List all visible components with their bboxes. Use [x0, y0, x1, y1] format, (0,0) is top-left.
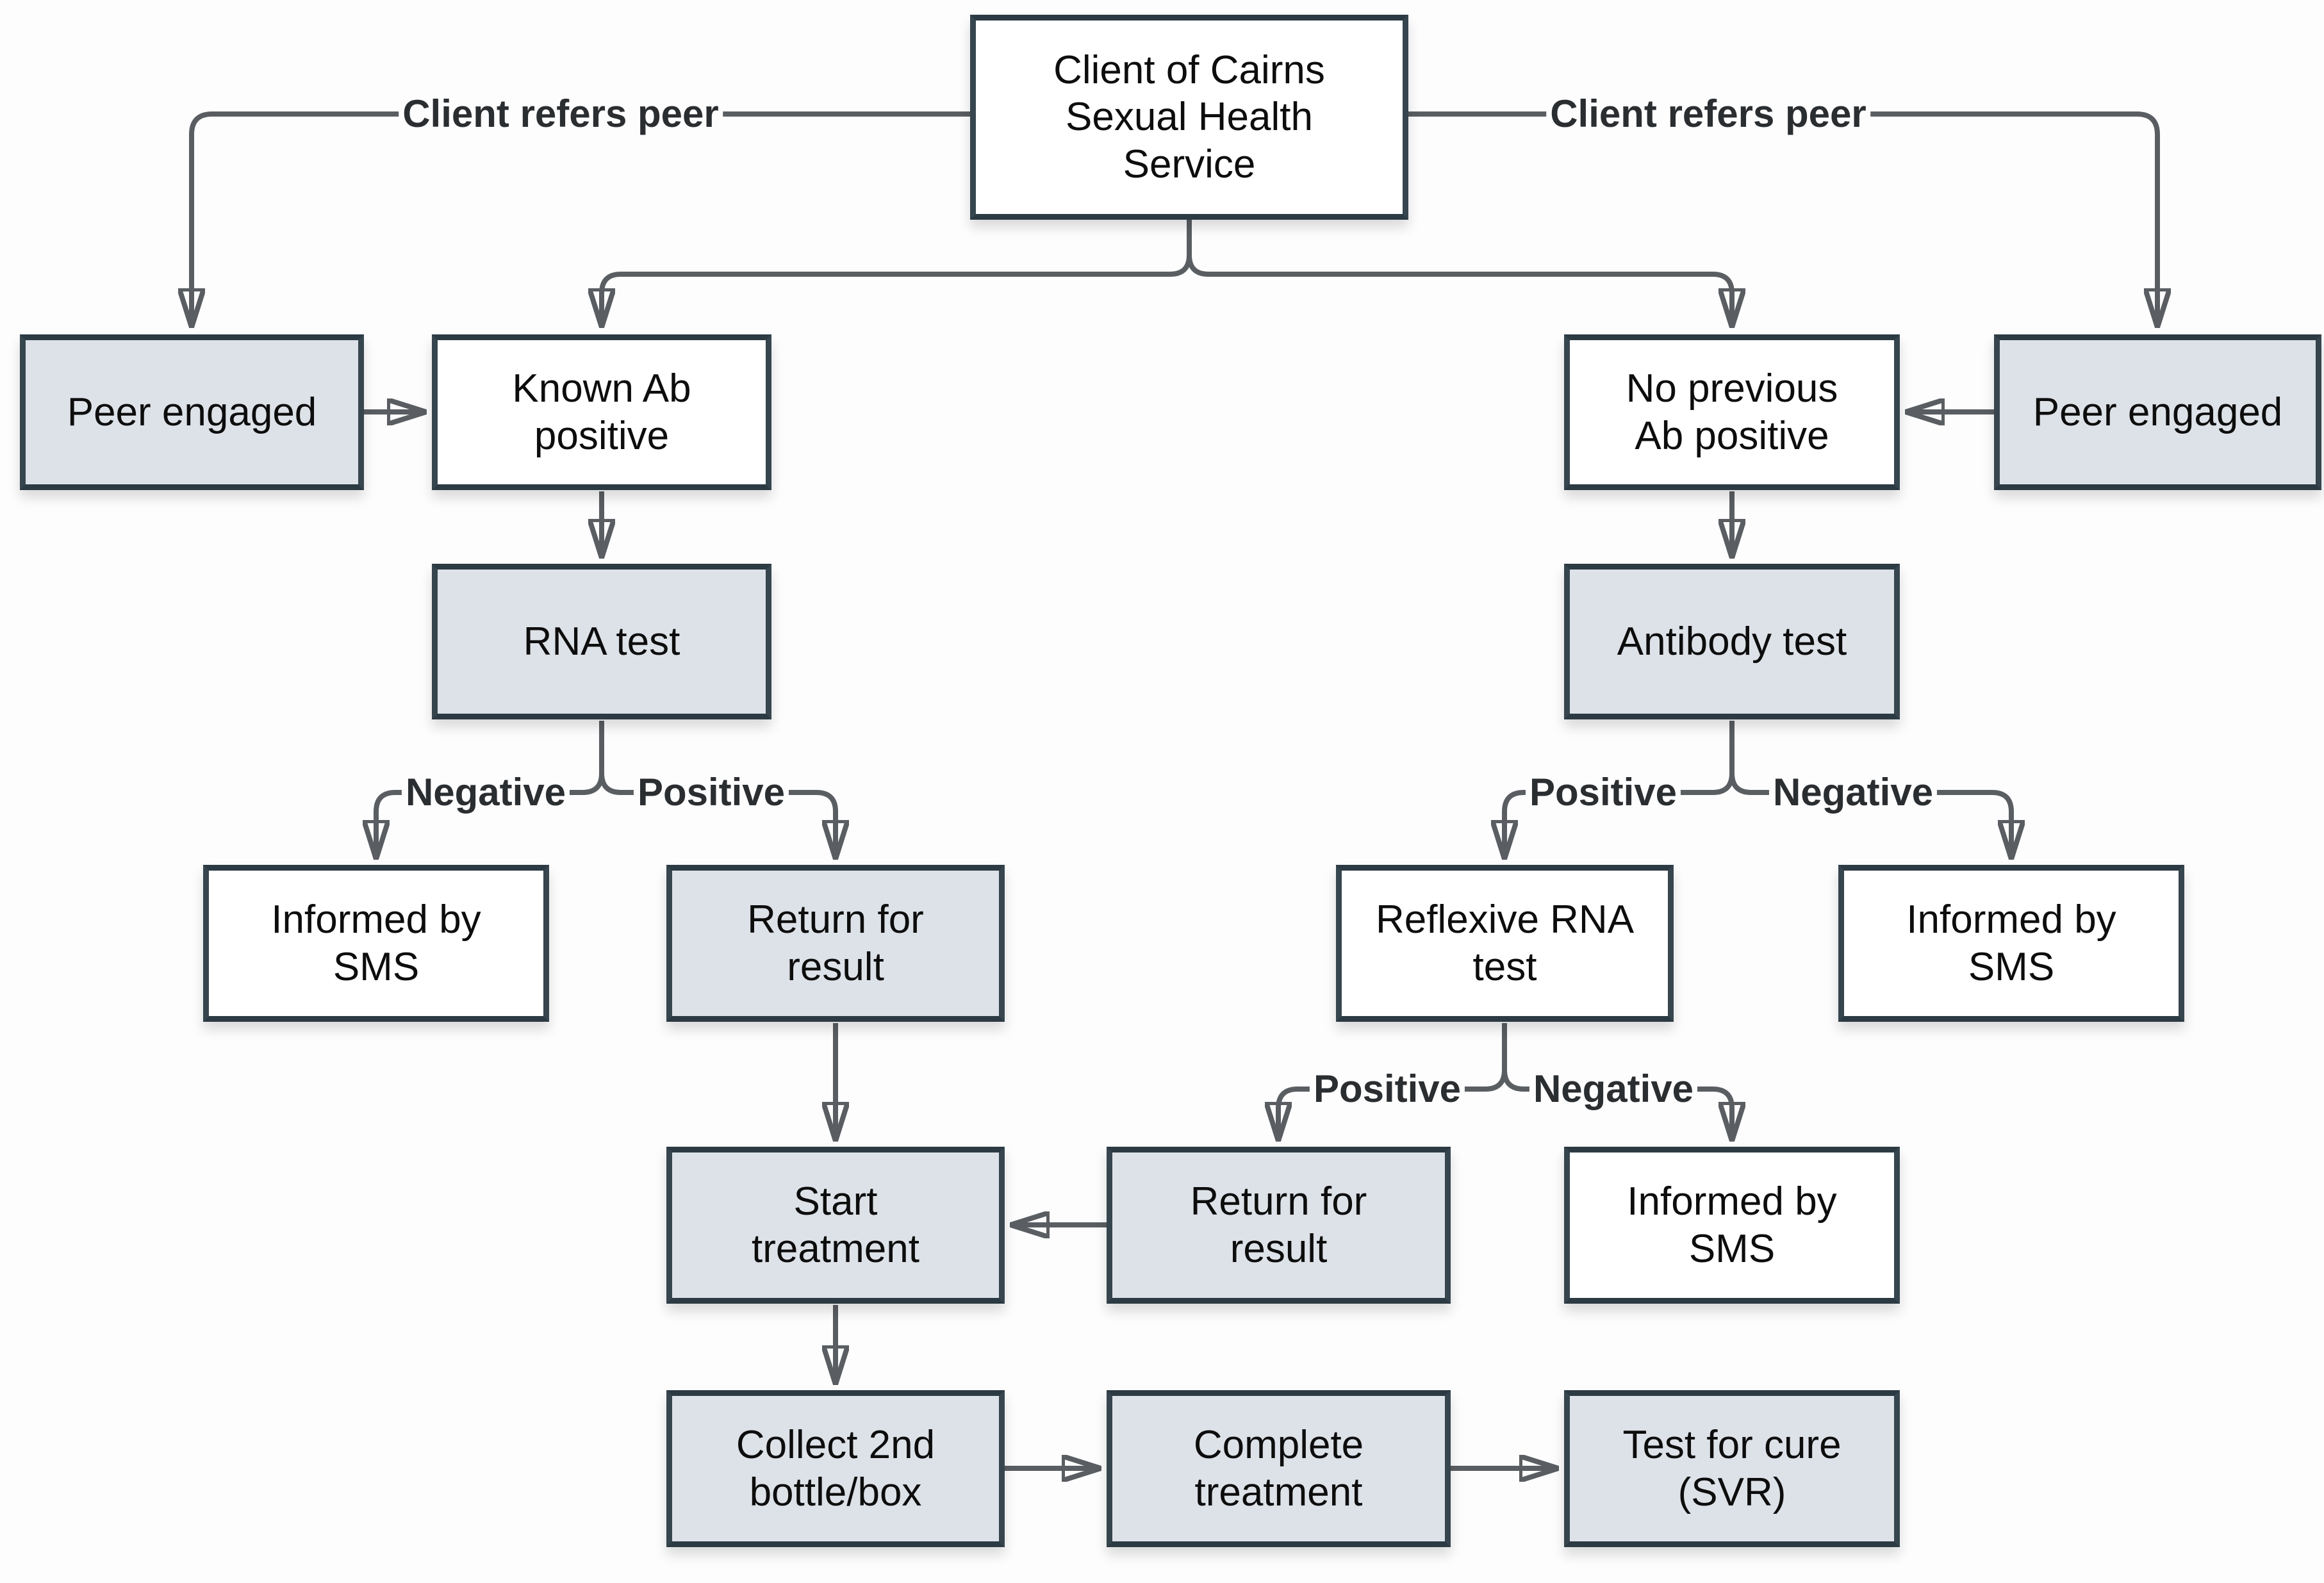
node-peer-engaged-left: Peer engaged	[20, 334, 364, 490]
edge-label-client-refers-peer-left: Client refers peer	[399, 93, 723, 135]
connector-client-refers-peer-left	[192, 111, 970, 325]
edge-label-rna-positive: Positive	[633, 771, 789, 814]
edge-label-antibody-negative: Negative	[1768, 771, 1938, 814]
edge-label-reflexive-negative: Negative	[1529, 1068, 1698, 1110]
node-start-treatment: Start treatment	[666, 1147, 1005, 1304]
node-label: Informed by SMS	[1906, 898, 2116, 989]
edge-label-client-refers-peer-right: Client refers peer	[1546, 93, 1870, 135]
node-label: Complete treatment	[1193, 1423, 1364, 1514]
node-label: Informed by SMS	[271, 898, 481, 989]
connector-client-to-no-previous-ab	[1187, 218, 1732, 325]
node-label: Known Ab positive	[512, 366, 691, 458]
node-label: Antibody test	[1617, 619, 1847, 664]
node-label: Return for result	[747, 898, 924, 989]
node-informed-by-sms-antibody-negative: Informed by SMS	[1838, 865, 2184, 1022]
node-known-ab-positive: Known Ab positive	[432, 334, 771, 490]
node-complete-treatment: Complete treatment	[1107, 1390, 1451, 1547]
node-label: Reflexive RNA test	[1375, 898, 1635, 989]
edge-label-reflexive-positive: Positive	[1309, 1068, 1465, 1110]
node-label: Client of Cairns Sexual Health Service	[1053, 48, 1325, 186]
node-label: RNA test	[523, 619, 680, 664]
edge-label-antibody-positive: Positive	[1525, 771, 1681, 814]
node-test-for-cure-svr: Test for cure (SVR)	[1564, 1390, 1900, 1547]
node-label: Test for cure (SVR)	[1622, 1423, 1842, 1514]
node-label: Return for result	[1190, 1179, 1367, 1271]
node-collect-2nd-bottle-box: Collect 2nd bottle/box	[666, 1390, 1005, 1547]
node-peer-engaged-right: Peer engaged	[1994, 334, 2321, 490]
node-rna-test: RNA test	[432, 564, 771, 719]
node-informed-by-sms-reflexive-negative: Informed by SMS	[1564, 1147, 1900, 1304]
edge-label-rna-negative: Negative	[401, 771, 570, 814]
connector-client-refers-peer-right	[1408, 111, 2157, 325]
node-label: Peer engaged	[67, 390, 317, 434]
node-return-for-result-rna-positive: Return for result	[666, 865, 1005, 1022]
node-label: Collect 2nd bottle/box	[736, 1423, 935, 1514]
node-no-previous-ab-positive: No previous Ab positive	[1564, 334, 1900, 490]
node-label: Start treatment	[752, 1179, 919, 1271]
node-return-for-result-reflexive-positive: Return for result	[1107, 1147, 1451, 1304]
node-reflexive-rna-test: Reflexive RNA test	[1336, 865, 1674, 1022]
node-informed-by-sms-rna-negative: Informed by SMS	[203, 865, 549, 1022]
node-label: No previous Ab positive	[1626, 366, 1838, 458]
connector-client-to-known-ab	[602, 218, 1192, 325]
node-label: Peer engaged	[2032, 390, 2283, 434]
node-client-of-cairns-sexual-health-service: Client of Cairns Sexual Health Service	[970, 15, 1408, 220]
node-antibody-test: Antibody test	[1564, 564, 1900, 719]
node-label: Informed by SMS	[1627, 1179, 1837, 1271]
